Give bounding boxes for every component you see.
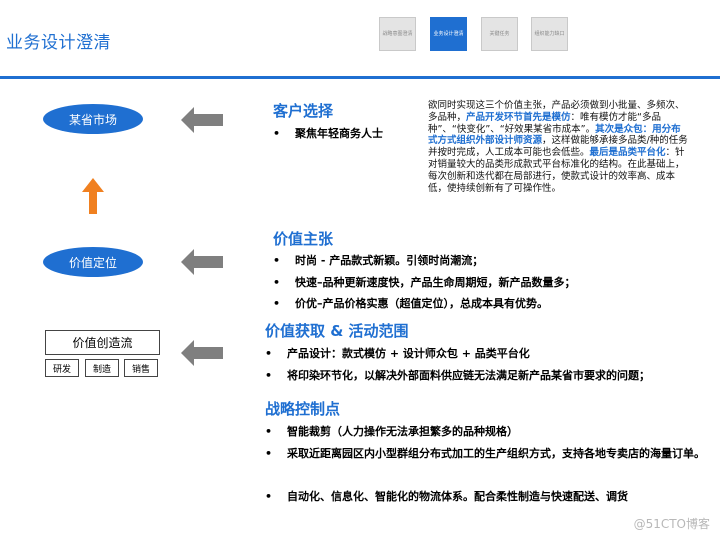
section-title-value: 价值主张 [273, 230, 334, 248]
bullet-value-3: •价优–产品价格实惠（超值定位），总成本具有优势。 [273, 297, 548, 310]
left-arrow-icon [181, 340, 223, 366]
up-arrow-icon [82, 178, 104, 214]
section-title-control: 战略控制点 [265, 400, 341, 418]
oval-value-position: 价值定位 [43, 247, 143, 277]
bullet-control-2: •采取近距离园区内小型群组分布式加工的生产组织方式，支持各地专卖店的海量订单。 [265, 447, 705, 460]
bullet-capture-2: •将印染环节化，以解决外部面料供应链无法满足新产品某省市要求的问题； [265, 369, 650, 382]
bullet-value-2: •快速–品种更新速度快，产品生命周期短，新产品数量多； [273, 276, 576, 289]
section-title-capture: 价值获取 & 活动范围 [265, 322, 409, 340]
left-arrow-icon [181, 249, 223, 275]
watermark: @51CTO博客 [633, 517, 710, 531]
bullet-control-3: •自动化、信息化、智能化的物流体系。配合柔性制造与快速配送、调货 [265, 490, 628, 503]
bullet-customer-1: •聚焦年轻商务人士 [273, 127, 383, 140]
tab-key-tasks[interactable]: 关键任务 [481, 17, 518, 51]
tab-strategy-intent[interactable]: 战略意图澄清 [379, 17, 416, 51]
value-chain-step-manufacture: 制造 [85, 359, 119, 377]
page-title: 业务设计澄清 [6, 33, 111, 53]
tab-org-gap[interactable]: 组织能力缺口 [531, 17, 568, 51]
value-chain-step-sales: 销售 [124, 359, 158, 377]
bullet-capture-1: •产品设计：款式模仿 + 设计师众包 + 品类平台化 [265, 347, 530, 360]
left-arrow-icon [181, 107, 223, 133]
value-chain-step-rd: 研发 [45, 359, 79, 377]
oval-market: 某省市场 [43, 104, 143, 134]
header-divider [0, 76, 720, 79]
value-chain-box: 价值创造流 [45, 330, 160, 355]
tab-business-design[interactable]: 业务设计澄清 [430, 17, 467, 51]
bullet-value-1: •时尚 - 产品款式新颖。引领时尚潮流； [273, 254, 484, 267]
section-title-customer: 客户选择 [273, 102, 334, 120]
explanation-paragraph: 欲同时实现这三个价值主张，产品必须做到小批量、多频次、多品种，产品开发环节首先是… [428, 100, 688, 194]
bullet-control-1: •智能裁剪（人力操作无法承担繁多的品种规格） [265, 425, 518, 438]
